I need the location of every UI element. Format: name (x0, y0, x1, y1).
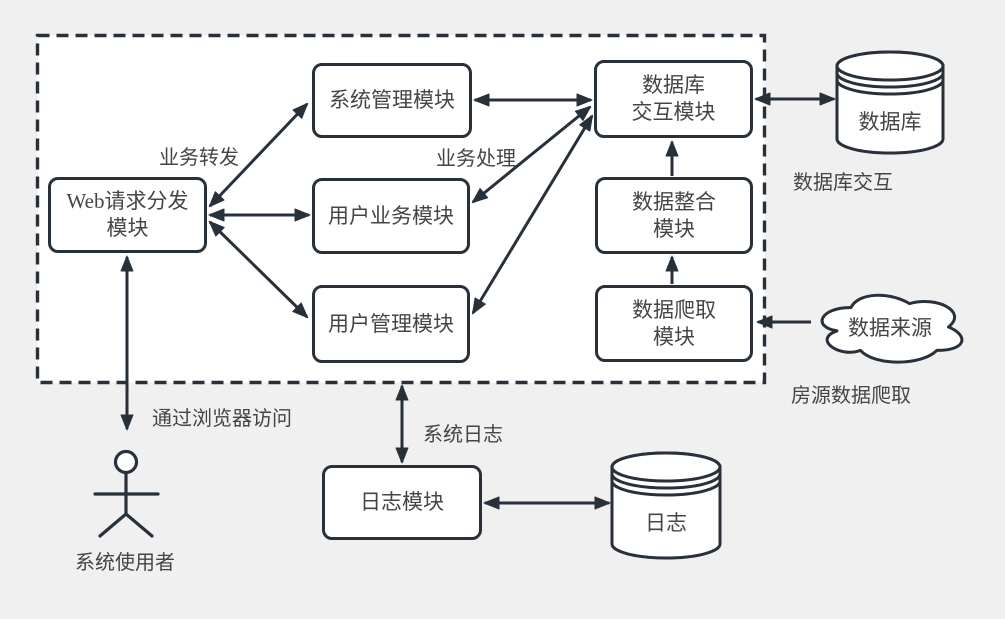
log-cylinder-icon (610, 451, 722, 560)
module-data-crawling: 数据爬取 模块 (595, 285, 753, 362)
module-web-dispatch: Web请求分发 模块 (48, 177, 207, 253)
module-data-crawling-label-line1: 数据爬取 (632, 297, 716, 322)
cloud-icon (820, 293, 964, 364)
module-web-dispatch-label-line2: 模块 (106, 216, 149, 240)
module-system-mgmt: 系统管理模块 (312, 63, 472, 138)
edge-label-business-processing: 业务处理 (436, 148, 516, 170)
log-cylinder-label: 日志 (645, 511, 687, 535)
module-log-label: 日志模块 (360, 490, 444, 514)
edge-label-browser-access: 通过浏览器访问 (152, 408, 292, 430)
arrow-user-mgmt-to-db-interaction (471, 114, 594, 315)
module-user-business: 用户业务模块 (312, 178, 470, 254)
module-user-business-label: 用户业务模块 (328, 203, 454, 228)
module-user-mgmt: 用户管理模块 (312, 285, 470, 363)
module-user-mgmt-label: 用户管理模块 (328, 311, 454, 336)
edge-label-housing-data-crawling: 房源数据爬取 (791, 385, 911, 407)
module-data-integration-label-line1: 数据整合 (632, 189, 716, 214)
module-db-interaction-label-line2: 交互模块 (631, 100, 716, 124)
arrow-web-dispatch-to-user-mgmt (208, 220, 309, 319)
system-user-label: 系统使用者 (75, 552, 175, 574)
database-cylinder-icon (835, 50, 945, 155)
edge-label-system-log: 系统日志 (423, 424, 503, 446)
module-db-interaction: 数据库 交互模块 (594, 60, 753, 138)
database-cylinder-label: 数据库 (858, 110, 922, 134)
arrow-web-dispatch-to-system-mgmt (208, 102, 309, 208)
module-log: 日志模块 (322, 465, 482, 540)
module-db-interaction-label-line1: 数据库 (642, 73, 705, 97)
edge-label-database-interaction: 数据库交互 (793, 172, 893, 194)
module-web-dispatch-label-line1: Web请求分发 (66, 189, 189, 213)
actor-icon (93, 449, 160, 538)
module-system-mgmt-label: 系统管理模块 (329, 88, 455, 112)
data-source-cloud-label: 数据来源 (848, 316, 932, 340)
module-data-integration: 数据整合 模块 (595, 177, 753, 254)
module-data-crawling-label-line2: 模块 (653, 324, 695, 349)
module-data-integration-label-line2: 模块 (653, 216, 695, 241)
edge-label-business-forwarding: 业务转发 (159, 147, 239, 169)
